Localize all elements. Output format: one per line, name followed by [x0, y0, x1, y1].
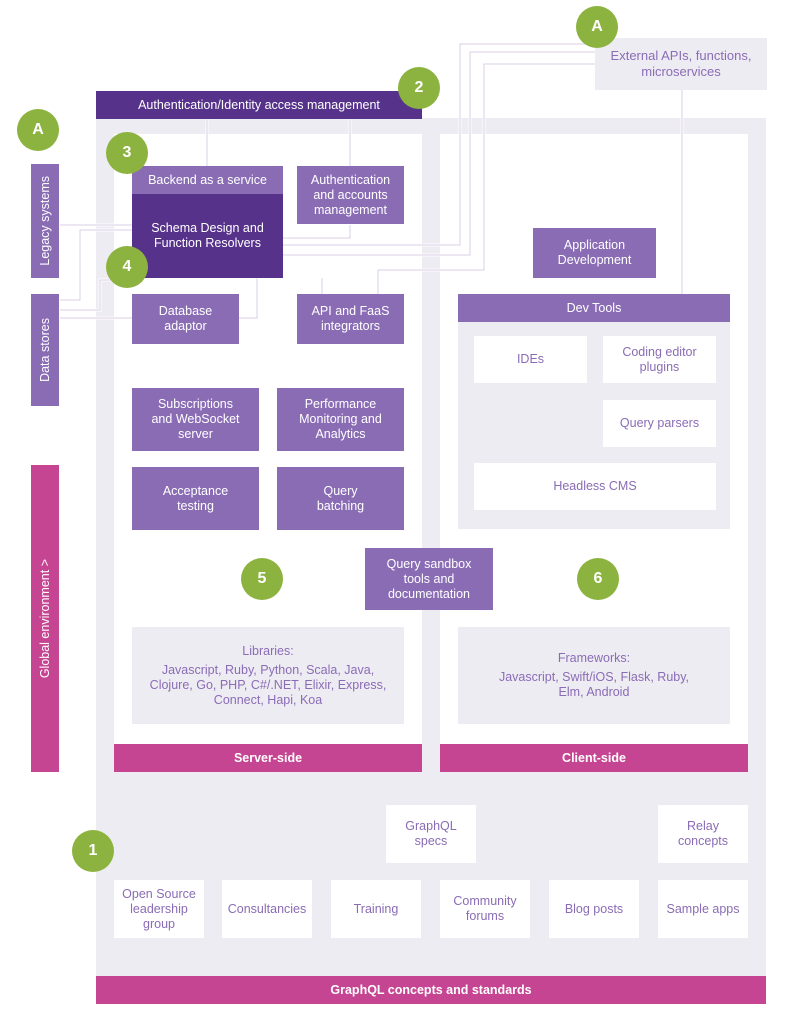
app-development-box: Application Development: [533, 228, 656, 278]
legacy-systems-bar: Legacy systems: [31, 164, 59, 278]
marker-5: 5: [241, 558, 283, 600]
consultancies-box: Consultancies: [222, 880, 312, 938]
data-stores-bar: Data stores: [31, 294, 59, 406]
subscriptions-box: Subscriptions and WebSocket server: [132, 388, 259, 451]
headless-cms-box: Headless CMS: [474, 463, 716, 510]
marker-a-left: A: [17, 109, 59, 151]
graphql-standards-footer: GraphQL concepts and standards: [96, 976, 766, 1004]
external-apis-box: External APIs, functions, microservices: [595, 38, 767, 90]
marker-3: 3: [106, 132, 148, 174]
training-box: Training: [331, 880, 421, 938]
frameworks-list: Javascript, Swift/iOS, Flask, Ruby, Elm,…: [498, 670, 690, 699]
database-adaptor-box: Database adaptor: [132, 294, 239, 344]
marker-4: 4: [106, 246, 148, 288]
libraries-list: Javascript, Ruby, Python, Scala, Java, C…: [149, 662, 387, 707]
marker-2: 2: [398, 67, 440, 109]
frameworks-box: Frameworks: Javascript, Swift/iOS, Flask…: [458, 627, 730, 724]
server-side-footer: Server-side: [114, 744, 422, 772]
global-environment-bar: Global environment >: [31, 465, 59, 772]
libraries-title: Libraries:: [242, 643, 294, 658]
marker-6: 6: [577, 558, 619, 600]
legacy-systems-label: Legacy systems: [38, 176, 52, 266]
marker-a-top: A: [576, 6, 618, 48]
api-faas-box: API and FaaS integrators: [297, 294, 404, 344]
graphql-specs-box: GraphQL specs: [386, 805, 476, 863]
dev-tools-header: Dev Tools: [458, 294, 730, 322]
query-parsers-box: Query parsers: [603, 400, 716, 447]
global-environment-label: Global environment >: [38, 558, 52, 679]
data-stores-label: Data stores: [38, 318, 52, 382]
marker-1: 1: [72, 830, 114, 872]
acceptance-testing-box: Acceptance testing: [132, 467, 259, 530]
sample-apps-box: Sample apps: [658, 880, 748, 938]
relay-concepts-box: Relay concepts: [658, 805, 748, 863]
client-side-footer: Client-side: [440, 744, 748, 772]
performance-box: Performance Monitoring and Analytics: [277, 388, 404, 451]
libraries-box: Libraries: Javascript, Ruby, Python, Sca…: [132, 627, 404, 724]
coding-editor-plugins-box: Coding editor plugins: [603, 336, 716, 383]
frameworks-title: Frameworks:: [557, 651, 631, 665]
open-source-box: Open Source leadership group: [114, 880, 204, 938]
auth-accounts-box: Authentication and accounts management: [297, 166, 404, 224]
auth-identity-bar: Authentication/Identity access managemen…: [96, 91, 422, 119]
query-batching-box: Query batching: [277, 467, 404, 530]
schema-design-box: Schema Design and Function Resolvers: [132, 194, 283, 278]
baas-box: Backend as a service: [132, 166, 283, 194]
community-forums-box: Community forums: [440, 880, 530, 938]
query-sandbox-box: Query sandbox tools and documentation: [365, 548, 493, 610]
ides-box: IDEs: [474, 336, 587, 383]
blog-posts-box: Blog posts: [549, 880, 639, 938]
